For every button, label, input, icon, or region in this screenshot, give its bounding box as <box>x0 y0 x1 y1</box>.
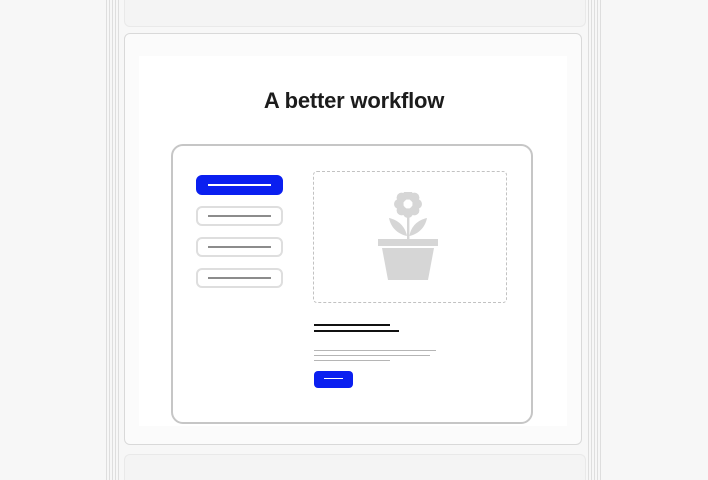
nav-button-line <box>208 184 271 186</box>
nav-button-line <box>208 277 271 279</box>
cta-button-line <box>324 378 343 379</box>
content-text-line-1 <box>314 350 436 351</box>
image-placeholder <box>313 171 507 303</box>
content-text-line-2 <box>314 355 430 356</box>
nav-button-line <box>208 246 271 248</box>
nav-button-line <box>208 215 271 217</box>
app-mockup-window <box>171 144 533 424</box>
content-title-line-1 <box>314 324 390 326</box>
nav-button-1[interactable] <box>196 175 283 195</box>
left-stripes <box>106 0 120 480</box>
nav-button-4[interactable] <box>196 268 283 288</box>
nav-button-3[interactable] <box>196 237 283 257</box>
flower-pot-icon <box>378 192 438 280</box>
nav-button-2[interactable] <box>196 206 283 226</box>
previous-card-edge <box>124 0 586 27</box>
next-card-edge <box>124 454 586 480</box>
right-stripes <box>588 0 602 480</box>
content-text-line-3 <box>314 360 390 361</box>
headline: A better workflow <box>263 88 445 113</box>
content-title-line-2 <box>314 330 399 332</box>
cta-button[interactable] <box>314 371 353 388</box>
